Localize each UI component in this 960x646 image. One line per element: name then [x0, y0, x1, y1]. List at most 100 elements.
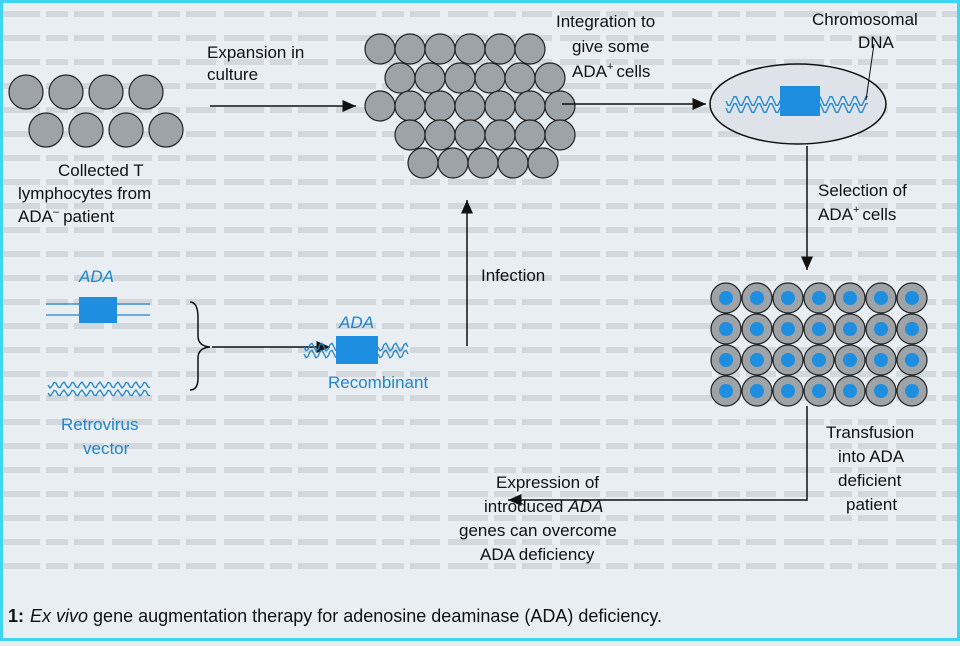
selected-cell-nucleus: [905, 322, 919, 336]
integration-label-line3: ADA+cells: [572, 61, 650, 81]
selected-cell-nucleus: [812, 384, 826, 398]
arrow-transfusion: [508, 406, 808, 506]
culture-cell: [544, 119, 576, 151]
culture-cell: [484, 90, 516, 122]
selected-cell-nucleus: [874, 353, 888, 367]
collected-cell: [68, 112, 104, 148]
selected-cell-nucleus: [750, 384, 764, 398]
expression-label-line3: genes can overcome: [459, 521, 617, 540]
culture-cell: [514, 90, 546, 122]
selected-cell-nucleus: [812, 353, 826, 367]
retrovirus-strand-2: [47, 389, 151, 397]
culture-cell: [364, 33, 396, 65]
collected-label-line1: Collected T: [58, 161, 144, 180]
culture-cell: [504, 62, 536, 94]
selected-cell-nucleus: [874, 322, 888, 336]
culture-cell: [407, 147, 439, 179]
culture-cell: [424, 33, 456, 65]
retrovirus-strand-1: [47, 381, 151, 389]
selected-cell-nucleus: [750, 291, 764, 305]
recombinant-strand-right: [377, 342, 409, 359]
culture-cell: [394, 90, 426, 122]
collected-cell: [48, 74, 84, 110]
selected-cell-nucleus: [781, 353, 795, 367]
culture-cell: [454, 119, 486, 151]
infection-label: Infection: [481, 266, 545, 285]
retrovirus-label-line1: Retrovirus: [61, 415, 138, 434]
ada-gene-label: ADA: [78, 267, 114, 286]
selection-label-line1: Selection of: [818, 181, 907, 200]
selected-cell-nucleus: [812, 322, 826, 336]
collected-cell: [148, 112, 184, 148]
culture-cell: [474, 62, 506, 94]
expression-label-line1: Expression of: [496, 473, 599, 492]
culture-cell: [514, 119, 546, 151]
culture-cell: [497, 147, 529, 179]
recombinant-ada-label: ADA: [338, 313, 374, 332]
recombinant-label: Recombinant: [328, 373, 428, 392]
retrovirus-label-line2: vector: [83, 439, 130, 458]
culture-cell: [454, 90, 486, 122]
selected-cell-nucleus: [781, 384, 795, 398]
selected-cell-nucleus: [874, 291, 888, 305]
selected-cell-nucleus: [750, 322, 764, 336]
selected-cell-nucleus: [905, 353, 919, 367]
ada-gene-block: [79, 297, 117, 323]
ada-gene-dna: [46, 297, 150, 323]
culture-cell: [424, 90, 456, 122]
collected-t-cells: [8, 74, 184, 148]
collected-label-line3: ADA–patient: [18, 206, 114, 226]
expression-label-line4: ADA deficiency: [480, 545, 595, 564]
recombinant-gene-block: [336, 336, 378, 364]
culture-cell: [394, 33, 426, 65]
selected-cell-nucleus: [781, 322, 795, 336]
selected-cell-nucleus: [719, 384, 733, 398]
selected-cell-nucleus: [843, 384, 857, 398]
culture-cell: [364, 90, 396, 122]
expanded-culture-cells: [364, 33, 576, 179]
collected-cell: [108, 112, 144, 148]
integrated-ada-gene: [780, 86, 820, 116]
selected-cell-nucleus: [874, 384, 888, 398]
selected-cell-nucleus: [843, 291, 857, 305]
transfusion-label-line3: deficient: [838, 471, 902, 490]
culture-cell: [514, 33, 546, 65]
transfusion-label-line4: patient: [846, 495, 897, 514]
expansion-label-line1: Expansion in: [207, 43, 304, 62]
integrated-cell: [709, 43, 887, 145]
expansion-label-line2: culture: [207, 65, 258, 84]
chromosomal-label-line2: DNA: [858, 33, 895, 52]
collected-cell: [8, 74, 44, 110]
transfusion-label-line2: into ADA: [838, 447, 905, 466]
selected-cell-nucleus: [843, 353, 857, 367]
selected-cell-nucleus: [719, 322, 733, 336]
selected-cell-nucleus: [719, 353, 733, 367]
selected-cell-nucleus: [750, 353, 764, 367]
combine-brace: [189, 301, 211, 391]
culture-cell: [437, 147, 469, 179]
selected-cell-nucleus: [905, 384, 919, 398]
culture-cell: [484, 33, 516, 65]
selected-cell-nucleus: [843, 322, 857, 336]
chromosomal-pointer: [865, 43, 875, 101]
integration-label-line2: give some: [572, 37, 649, 56]
culture-cell: [527, 147, 559, 179]
culture-cell: [384, 62, 416, 94]
culture-cell: [424, 119, 456, 151]
culture-cell: [454, 33, 486, 65]
transfusion-label-line1: Transfusion: [826, 423, 914, 442]
recombinant-strand-left: [303, 342, 337, 359]
culture-cell: [414, 62, 446, 94]
culture-cell: [484, 119, 516, 151]
culture-cell: [467, 147, 499, 179]
culture-cell: [394, 119, 426, 151]
selected-cell-nucleus: [905, 291, 919, 305]
culture-cell: [444, 62, 476, 94]
culture-cell: [544, 90, 576, 122]
selected-cell-nucleus: [781, 291, 795, 305]
collected-cell: [128, 74, 164, 110]
chromosomal-label-line1: Chromosomal: [812, 10, 918, 29]
